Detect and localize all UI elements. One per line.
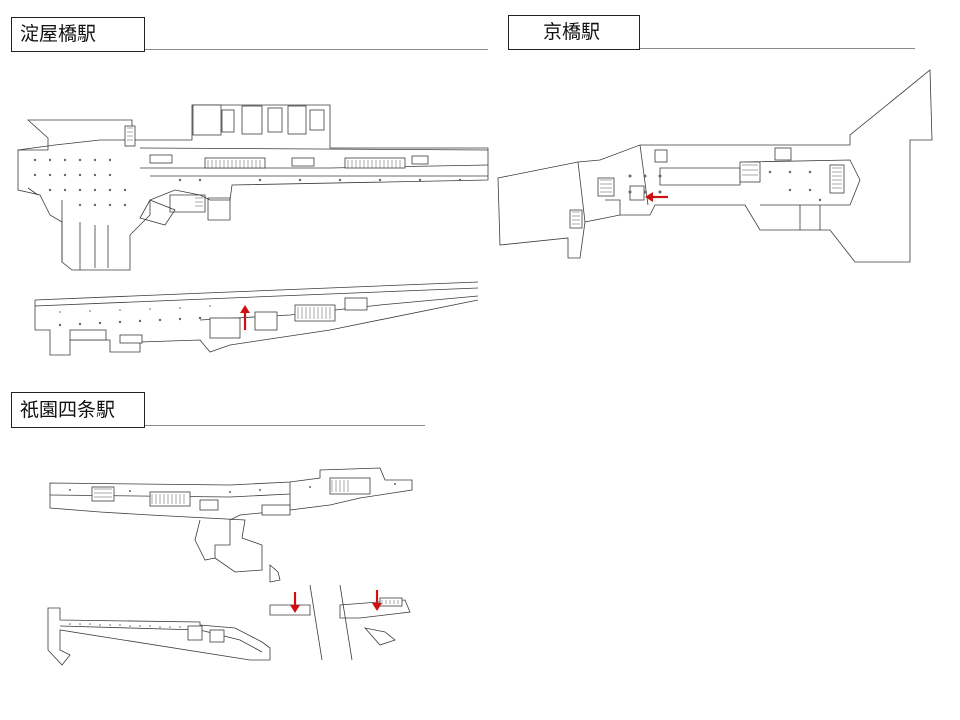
yodoyabashi-platform-columns [58, 305, 211, 327]
station-title-yodoyabashi: 淀屋橋駅 [11, 17, 145, 52]
yodoyabashi-concourse-hatch [127, 127, 401, 207]
yodoyabashi-platform-outline [34, 281, 479, 356]
yodoyabashi-concourse-columns [33, 158, 462, 207]
gion-shijo-arrow-marker-2 [372, 590, 382, 611]
kyobashi-arrow-marker [645, 192, 668, 202]
station-title-kyobashi: 京橋駅 [508, 15, 640, 50]
gion-shijo-concourse-hatch [94, 480, 349, 504]
gion-shijo-west-platform-outline [47, 607, 271, 666]
station-title-gion-shijo: 祇園四条駅 [11, 392, 145, 428]
title-rule-kyobashi [640, 48, 915, 49]
kyobashi-hatch [572, 164, 842, 225]
title-rule-gion-shijo [145, 425, 425, 426]
gion-shijo-east-platform-outline [269, 584, 411, 661]
yodoyabashi-arrow-marker [240, 305, 250, 330]
gion-shijo-west-platform-dots [69, 623, 181, 628]
gion-shijo-arrow-marker-1 [290, 592, 300, 613]
station-name-yodoyabashi: 淀屋橋駅 [20, 23, 97, 45]
title-rule-yodoyabashi [145, 49, 488, 50]
station-name-kyobashi: 京橋駅 [543, 21, 601, 43]
station-name-gion-shijo: 祇園四条駅 [20, 398, 116, 421]
kyobashi-columns [628, 170, 822, 202]
yodoyabashi-concourse-outline [17, 104, 489, 271]
gion-shijo-concourse-columns [69, 483, 396, 493]
